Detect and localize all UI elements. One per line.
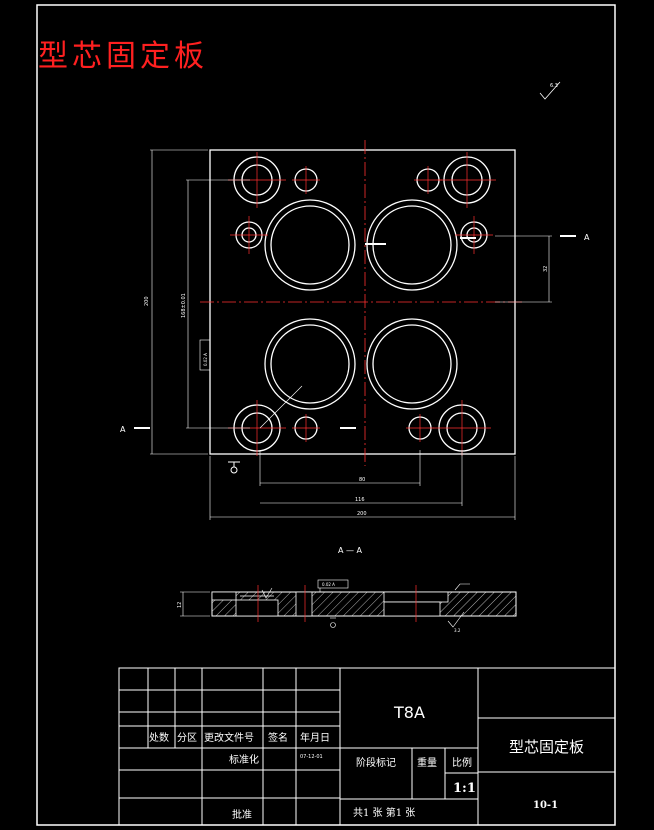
dim-offset: 32 [543, 266, 549, 272]
col-date: 年月日 [300, 731, 330, 744]
col-sign: 签名 [268, 731, 288, 744]
dim-width-mid: 116 [355, 497, 365, 503]
material-label: T8A [393, 703, 425, 722]
dim-height-inner: 168±0.01 [181, 293, 187, 318]
standardize-label: 标准化 [229, 753, 259, 766]
core-bore [264, 199, 458, 410]
section-label: A — A [338, 546, 363, 555]
col-zone: 分区 [177, 732, 197, 744]
section-roughness: 3.2 [454, 628, 461, 633]
section-marker-right: A [584, 233, 590, 242]
date-value: 07-12-01 [300, 754, 323, 760]
svg-text:6.3: 6.3 [550, 83, 558, 89]
screw-hole [235, 168, 488, 440]
sheet-count: 共1 张 第1 张 [353, 806, 415, 819]
dim-tolerance-box: 0.02 A [203, 353, 208, 366]
weight-label: 重量 [417, 756, 437, 769]
dim-height-total: 200 [144, 296, 150, 306]
title-block [118, 667, 616, 826]
section-cut-line [134, 235, 576, 429]
part-name: 型芯固定板 [509, 738, 584, 756]
dim-width-inner: 80 [359, 477, 365, 483]
drawing-title: 型芯固定板 [38, 39, 208, 74]
roughness-symbol: 6.3 [539, 81, 561, 100]
datum-symbol [228, 461, 240, 474]
col-doc: 更改文件号 [204, 731, 254, 744]
approve-label: 批准 [232, 808, 252, 821]
section-view: 12 0.02 A 3.2 [177, 579, 517, 633]
scale-value: 1:1 [453, 781, 476, 796]
dim-width-total: 200 [357, 511, 367, 517]
section-tolerance-box: 0.02 A [322, 582, 335, 587]
guide-hole [233, 156, 491, 452]
col-count: 处数 [149, 731, 169, 744]
dimension-lines [150, 149, 552, 520]
drawing-number: 10-1 [533, 800, 558, 811]
scale-label: 比例 [452, 756, 472, 769]
section-marker-left: A [120, 425, 126, 434]
drawing-frame [36, 4, 616, 826]
dim-thickness: 12 [177, 602, 183, 608]
hole-centerlines [228, 152, 496, 456]
stage-label: 阶段标记 [356, 756, 396, 769]
top-view: A A 200 168±0.01 0.02 A 32 80 116 200 [120, 140, 590, 520]
